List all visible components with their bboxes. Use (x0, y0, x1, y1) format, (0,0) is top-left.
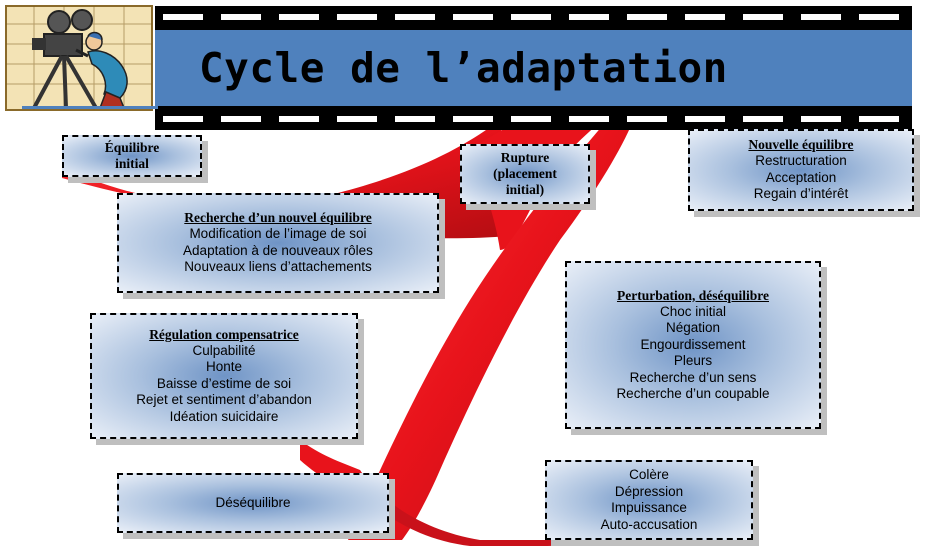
box-item: Recherche d’un coupable (616, 386, 770, 401)
box-regulation: Régulation compensatrice Culpabilité Hon… (90, 313, 358, 439)
box-item: Baisse d’estime de soi (156, 375, 292, 391)
box-item: Modification de l’image de soi (189, 226, 367, 242)
box-item: Acceptation (765, 169, 837, 185)
box-item: Impuissance (611, 500, 687, 515)
box-item: Pleurs (673, 353, 713, 368)
box-item: Adaptation à de nouveaux rôles (183, 242, 373, 258)
box-item: Colère (629, 467, 669, 482)
box-item: Restructuration (755, 153, 847, 169)
box-title: Perturbation, déséquilibre (616, 287, 769, 303)
box-colere: Colère Dépression Impuissance Auto-accus… (545, 460, 753, 540)
box-rupture: Rupture (placement initial) (460, 144, 590, 204)
header-film-strip: Cycle de l’adaptation (155, 6, 912, 130)
box-title: Régulation compensatrice (149, 326, 299, 342)
box-item: Honte (205, 359, 243, 375)
box-item: Recherche d’un sens (629, 369, 757, 385)
header-underline (22, 106, 158, 109)
cameraman-clipart-icon (5, 5, 153, 111)
box-item: Culpabilité (192, 342, 256, 358)
box-title: Équilibre initial (104, 140, 160, 171)
box-title: Rupture (placement initial) (493, 150, 557, 197)
header-band: Cycle de l’adaptation (155, 30, 912, 106)
box-item: Engourdissement (640, 336, 746, 352)
box-item: Auto-accusation (600, 516, 698, 532)
box-item: Idéation suicidaire (169, 408, 279, 424)
page-title: Cycle de l’adaptation (199, 44, 728, 92)
box-item: Négation (665, 320, 721, 335)
box-title: Recherche d’un nouvel équilibre (184, 210, 372, 226)
box-nouvelle-equilibre: Nouvelle équilibre Restructuration Accep… (688, 129, 914, 211)
box-item: Déséquilibre (215, 494, 291, 510)
film-perforations-top (163, 14, 904, 20)
box-item: Choc initial (659, 303, 727, 319)
box-item: Nouveaux liens d’attachements (184, 259, 372, 275)
box-title: Nouvelle équilibre (748, 137, 854, 153)
box-item: Rejet et sentiment d’abandon (136, 392, 312, 408)
box-recherche: Recherche d’un nouvel équilibre Modifica… (117, 193, 439, 293)
box-perturbation: Perturbation, déséquilibre Choc initial … (565, 261, 821, 429)
box-item: Dépression (614, 483, 684, 499)
box-desequilibre: Déséquilibre (117, 473, 389, 533)
film-perforations-bottom (163, 116, 904, 122)
box-equilibre-initial: Équilibre initial (62, 135, 202, 177)
box-item: Regain d’intérêt (753, 186, 849, 202)
